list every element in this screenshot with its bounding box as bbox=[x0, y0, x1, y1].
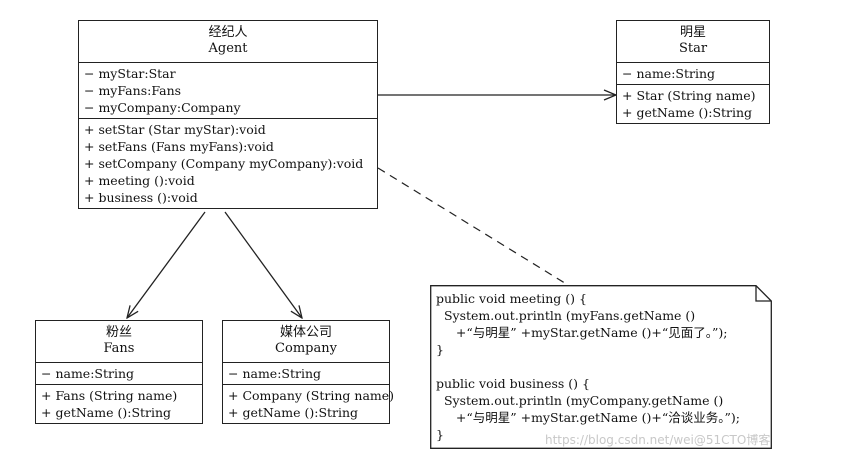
note-shape bbox=[430, 285, 772, 449]
class-company: 媒体公司 Company − name:String + Company (St… bbox=[222, 320, 395, 424]
operation: + getName ():String bbox=[41, 405, 172, 420]
operation-section: + Fans (String name) + getName ():String bbox=[36, 385, 202, 423]
class-header: 经纪人 Agent bbox=[79, 21, 377, 63]
class-header: 明星 Star bbox=[617, 21, 769, 63]
class-name-cn: 明星 bbox=[679, 25, 706, 40]
note-line: System.out.println (myCompany.getName () bbox=[436, 393, 724, 408]
operation-section: + setStar (Star myStar):void + setFans (… bbox=[79, 119, 377, 208]
operation: + business ():void bbox=[84, 190, 198, 205]
class-name-en: Agent bbox=[208, 41, 248, 56]
attribute: − name:String bbox=[228, 366, 322, 381]
code-note: public void meeting () { System.out.prin… bbox=[430, 285, 772, 449]
association-agent-fans bbox=[127, 211, 206, 318]
operation: + Fans (String name) bbox=[41, 388, 178, 403]
operation: + Company (String name) bbox=[228, 388, 395, 403]
note-line: public void business () { bbox=[436, 376, 590, 391]
class-name-cn: 经纪人 bbox=[208, 25, 248, 40]
note-line: } bbox=[436, 427, 444, 442]
operation-section: + Company (String name) + getName ():Str… bbox=[223, 385, 395, 423]
operation: + setFans (Fans myFans):void bbox=[84, 139, 274, 154]
note-line: } bbox=[436, 342, 444, 357]
association-agent-company bbox=[224, 211, 302, 318]
attribute-section: − name:String bbox=[36, 363, 202, 385]
attribute: − myStar:Star bbox=[84, 66, 176, 81]
attribute: − name:String bbox=[622, 66, 716, 81]
class-fans: 粉丝 Fans − name:String + Fans (String nam… bbox=[35, 320, 203, 424]
operation: + Star (String name) bbox=[622, 88, 756, 103]
watermark: https://blog.csdn.net/wei@51CTO博客 bbox=[545, 433, 771, 447]
note-line: System.out.println (myFans.getName () bbox=[436, 308, 696, 323]
operation: + getName ():String bbox=[622, 105, 753, 120]
class-name-cn: 粉丝 bbox=[105, 325, 132, 340]
note-line bbox=[436, 358, 766, 375]
class-name-cn: 媒体公司 bbox=[279, 325, 332, 340]
operation: + setCompany (Company myCompany):void bbox=[84, 156, 364, 171]
operation: + getName ():String bbox=[228, 405, 359, 420]
note-line: +“与明星” +myStar.getName ()+“见面了。”); bbox=[436, 325, 728, 340]
operation: + setStar (Star myStar):void bbox=[84, 122, 266, 137]
class-agent: 经纪人 Agent − myStar:Star − myFans:Fans − … bbox=[78, 20, 378, 209]
class-header: 粉丝 Fans bbox=[36, 321, 202, 363]
operation-section: + Star (String name) + getName ():String bbox=[617, 85, 769, 123]
class-name-en: Fans bbox=[103, 341, 135, 356]
attribute: − myFans:Fans bbox=[84, 83, 182, 98]
operation: + meeting ():void bbox=[84, 173, 195, 188]
attribute-section: − name:String bbox=[617, 63, 769, 85]
class-name-en: Star bbox=[678, 41, 708, 56]
class-name-en: Company bbox=[275, 341, 337, 356]
note-anchor-line bbox=[377, 167, 569, 286]
class-star: 明星 Star − name:String + Star (String nam… bbox=[616, 20, 770, 124]
attribute: − name:String bbox=[41, 366, 135, 381]
class-header: 媒体公司 Company bbox=[223, 321, 389, 363]
note-line: +“与明星” +myStar.getName ()+“洽谈业务。”); bbox=[436, 410, 740, 425]
attribute-section: − myStar:Star − myFans:Fans − myCompany:… bbox=[79, 63, 377, 119]
attribute: − myCompany:Company bbox=[84, 100, 241, 115]
attribute-section: − name:String bbox=[223, 363, 389, 385]
note-line: public void meeting () { bbox=[436, 291, 587, 306]
